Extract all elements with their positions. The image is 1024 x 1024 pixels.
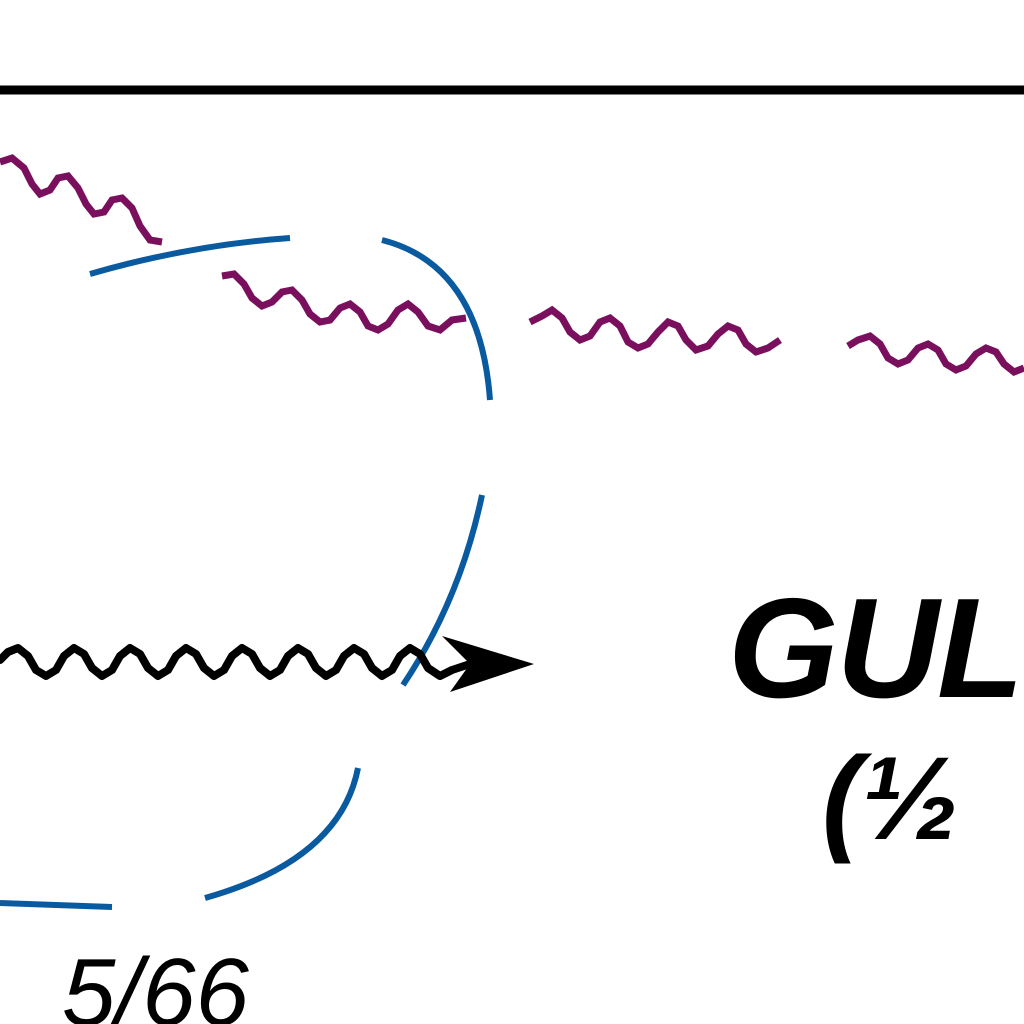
arc-right-middle: [400, 494, 485, 687]
photon-wave-3: [528, 305, 782, 356]
arc-top-right: [381, 237, 493, 401]
arrow-head-icon: [442, 636, 534, 692]
photon-wave-1: [0, 154, 163, 246]
label-bottom: 5/66: [62, 939, 249, 1024]
arc-bottom-right: [204, 767, 361, 901]
arc-top-left: [89, 235, 291, 277]
photon-waves: [0, 154, 1024, 377]
label-right-main: GUL: [728, 569, 1024, 728]
circle-arcs: [0, 235, 493, 910]
wavy-arrow-shaft: [0, 644, 504, 680]
photon-wave-2: [221, 270, 467, 334]
arc-bottom-left: [0, 900, 113, 910]
label-right-sub: (½: [822, 733, 960, 865]
photon-wave-4: [846, 332, 1024, 377]
wavy-arrow: [0, 644, 504, 680]
